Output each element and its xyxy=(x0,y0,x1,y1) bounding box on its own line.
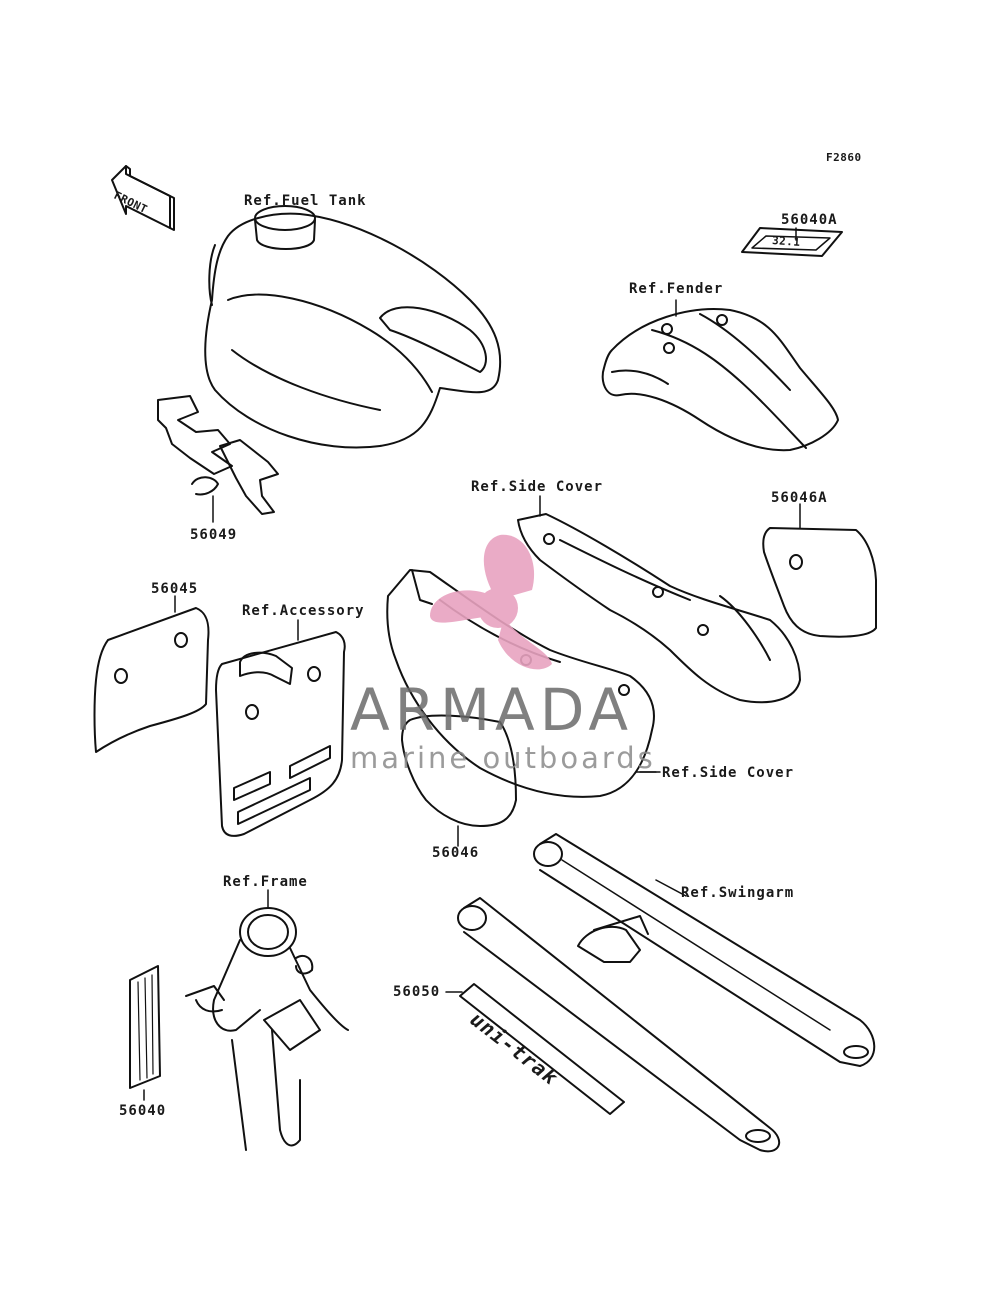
frame-outline xyxy=(185,889,349,1151)
side-panel-decal-lower xyxy=(401,714,517,847)
part-56040A-label: 56040A xyxy=(781,212,838,228)
side-panel-decal-upper xyxy=(762,503,877,638)
ref-side-cover-lower-label: Ref.Side Cover xyxy=(662,765,795,781)
watermark-title: ARMADA xyxy=(350,676,634,744)
ref-frame-label: Ref.Frame xyxy=(223,874,308,890)
ref-fender-label: Ref.Fender xyxy=(629,281,724,297)
swingarm-outline xyxy=(457,833,876,1153)
accessory-plate-outline xyxy=(215,619,346,837)
part-56045-label: 56045 xyxy=(151,581,199,597)
part-56046-label: 56046 xyxy=(432,845,480,861)
figure-code: F2860 xyxy=(826,151,862,164)
side-cover-upper-outline xyxy=(517,495,801,704)
part-56050-label: 56050 xyxy=(393,984,441,1000)
fuel-tank-outline xyxy=(204,205,502,449)
ref-fuel-tank-label: Ref.Fuel Tank xyxy=(244,193,367,209)
part-56049-label: 56049 xyxy=(190,527,238,543)
unitrak-decal-outline xyxy=(445,983,625,1115)
ref-accessory-label: Ref.Accessory xyxy=(242,603,365,619)
emblem-decal xyxy=(741,227,843,257)
part-56046A-label: 56046A xyxy=(771,490,828,506)
ref-side-cover-upper-label: Ref.Side Cover xyxy=(471,479,604,495)
frame-strip-decal xyxy=(129,965,161,1101)
ref-swingarm-label: Ref.Swingarm xyxy=(681,885,795,901)
number-plate-decal xyxy=(93,595,210,753)
emblem-decal-text: 32.1 xyxy=(771,234,801,249)
front-arrow-icon xyxy=(111,165,175,231)
fender-outline xyxy=(601,299,839,452)
armada-logo-icon xyxy=(430,534,552,670)
watermark-subtitle: marine outboards xyxy=(350,741,656,775)
tank-decal-shape xyxy=(157,395,279,523)
part-56040-label: 56040 xyxy=(119,1103,167,1119)
